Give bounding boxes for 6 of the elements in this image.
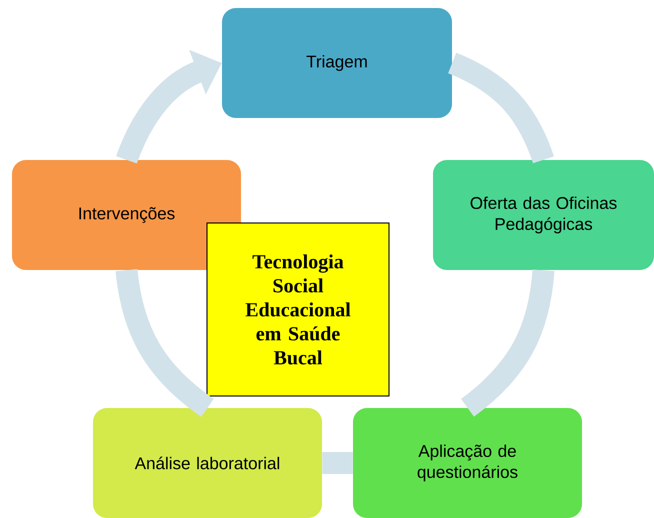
process-box: Análise laboratorial [93,408,322,518]
process-box: Intervenções [12,160,241,270]
center-box: Tecnologia Social Educacional em Saúde Bucal [206,222,390,396]
process-box: Triagem [222,8,452,118]
process-box: Oferta das Oficinas Pedagógicas [433,160,654,270]
process-box: Aplicação de questionários [353,408,582,518]
